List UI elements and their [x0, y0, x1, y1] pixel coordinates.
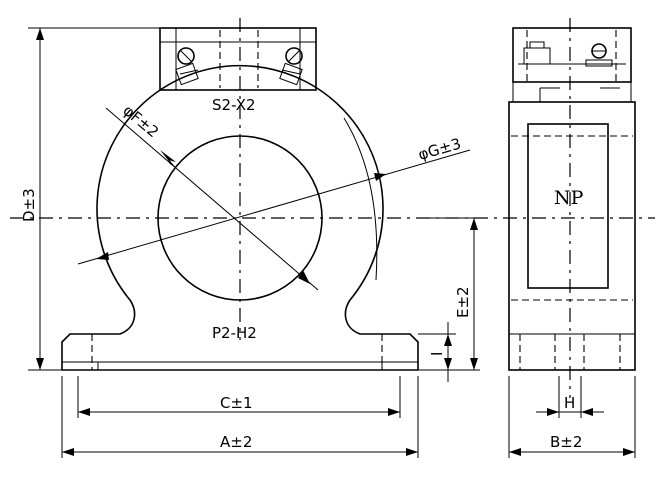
terminal-label-top: S2-X2	[212, 96, 256, 114]
terminal-screw-right	[279, 47, 303, 86]
nameplate	[527, 123, 609, 289]
dim-d-label: D±3	[20, 188, 38, 222]
terminal-screw-left	[175, 47, 199, 86]
body-outline	[61, 64, 419, 371]
dim-a-label: A±2	[220, 433, 252, 451]
dim-c-label: C±1	[220, 394, 253, 412]
side-view	[508, 18, 636, 398]
dim-h-label: H	[564, 394, 575, 412]
window-hole	[157, 135, 323, 301]
terminal-box	[159, 27, 317, 91]
front-view	[10, 18, 655, 371]
dim-b-label: B±2	[550, 433, 582, 451]
dim-e-label: E±2	[454, 286, 472, 318]
dim-g-label: φG±3	[416, 135, 463, 164]
side-body	[508, 101, 636, 371]
terminal-label-bottom: P2-H2	[212, 324, 257, 342]
dim-i-label: I	[428, 352, 446, 356]
nameplate-label: NP	[554, 187, 584, 209]
